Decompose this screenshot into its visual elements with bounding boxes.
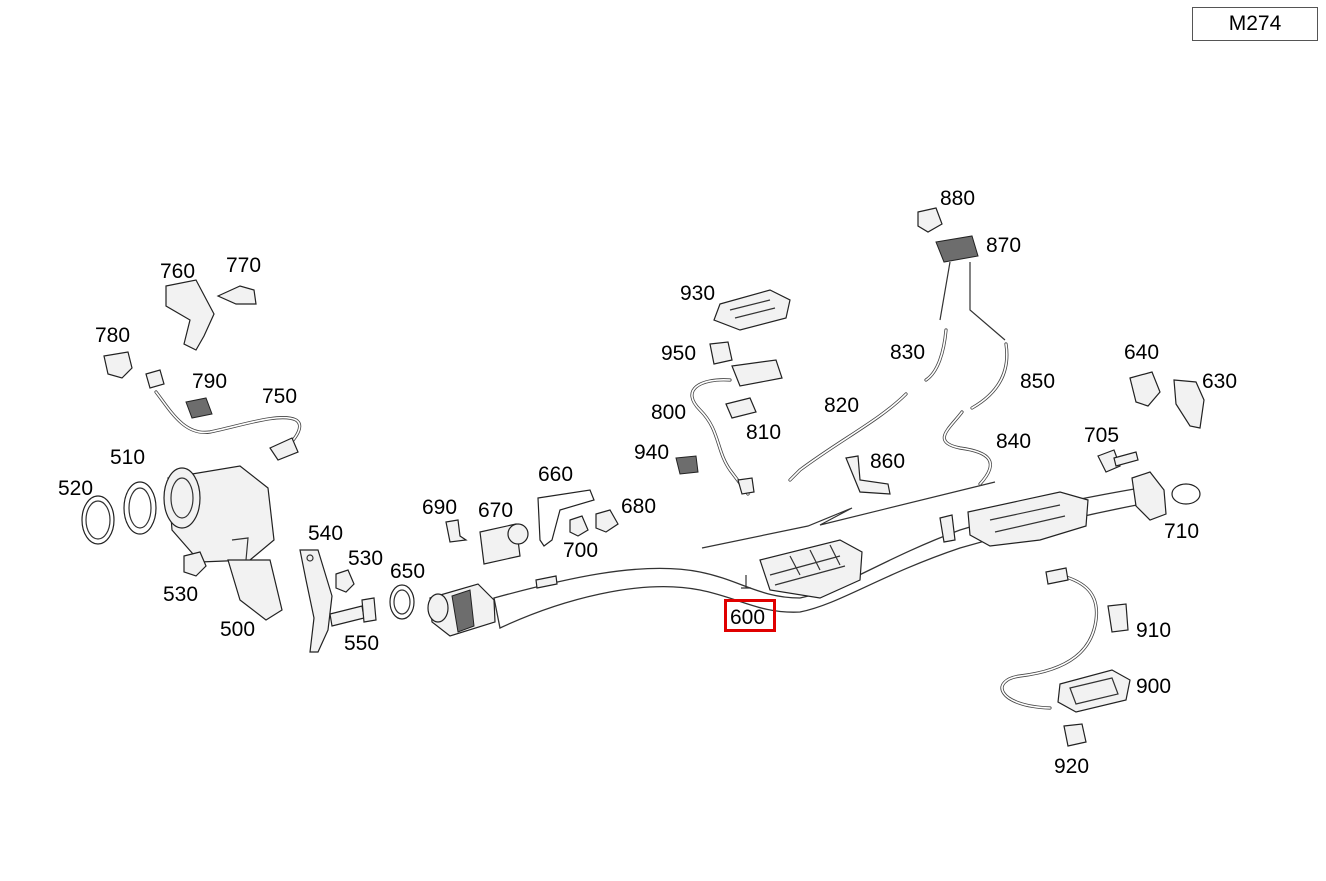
label-670[interactable]: 670 (478, 499, 513, 522)
part-700-nut[interactable] (569, 515, 589, 537)
part-650-gasket[interactable] (389, 584, 415, 620)
label-650[interactable]: 650 (390, 560, 425, 583)
part-880-grommet[interactable] (917, 207, 943, 233)
part-710-clamp[interactable] (1171, 483, 1201, 505)
part-670-bracket[interactable] (479, 523, 529, 565)
part-680-bolt[interactable] (595, 509, 619, 533)
part-520-gasket[interactable] (81, 495, 115, 545)
label-690[interactable]: 690 (422, 496, 457, 519)
part-705-bolt[interactable] (1097, 449, 1139, 473)
part-750-o2-sensor[interactable] (145, 369, 302, 461)
label-640[interactable]: 640 (1124, 341, 1159, 364)
part-800-sensor[interactable] (690, 359, 783, 496)
part-790-connector[interactable] (185, 397, 213, 419)
part-840-pipe[interactable] (942, 410, 992, 486)
part-940-connector[interactable] (675, 455, 699, 475)
part-630-bracket[interactable] (1173, 379, 1205, 429)
part-900-sensor[interactable] (1000, 567, 1131, 713)
label-705[interactable]: 705 (1084, 424, 1119, 447)
label-910[interactable]: 910 (1136, 619, 1171, 642)
label-840[interactable]: 840 (996, 430, 1031, 453)
part-950-grommet[interactable] (709, 341, 733, 365)
part-920-nut[interactable] (1063, 723, 1087, 747)
part-760-bracket[interactable] (165, 279, 215, 351)
label-880[interactable]: 880 (940, 187, 975, 210)
label-820[interactable]: 820 (824, 394, 859, 417)
label-770[interactable]: 770 (226, 254, 261, 277)
part-830-hose[interactable] (924, 328, 948, 382)
label-530-b[interactable]: 530 (348, 547, 383, 570)
label-600[interactable]: 600 (730, 606, 765, 629)
label-500[interactable]: 500 (220, 618, 255, 641)
label-930[interactable]: 930 (680, 282, 715, 305)
label-550[interactable]: 550 (344, 632, 379, 655)
label-680[interactable]: 680 (621, 495, 656, 518)
part-540-bracket[interactable] (299, 549, 333, 653)
label-870[interactable]: 870 (986, 234, 1021, 257)
label-660[interactable]: 660 (538, 463, 573, 486)
engine-code-badge: M274 (1192, 7, 1318, 41)
label-920[interactable]: 920 (1054, 755, 1089, 778)
label-780[interactable]: 780 (95, 324, 130, 347)
part-810-clip[interactable] (725, 397, 757, 419)
label-800[interactable]: 800 (651, 401, 686, 424)
part-860-bracket[interactable] (845, 455, 891, 495)
part-850-hose[interactable] (970, 342, 1009, 410)
label-630[interactable]: 630 (1202, 370, 1237, 393)
part-870-sensor[interactable] (935, 235, 1006, 341)
part-530-nut-b[interactable] (335, 569, 355, 593)
part-780-bracket[interactable] (103, 351, 133, 379)
label-860[interactable]: 860 (870, 450, 905, 473)
label-810[interactable]: 810 (746, 421, 781, 444)
label-790[interactable]: 790 (192, 370, 227, 393)
part-550-bolt[interactable] (329, 597, 377, 627)
part-660-heat-shield[interactable] (537, 489, 595, 547)
label-830[interactable]: 830 (890, 341, 925, 364)
part-820-pipe[interactable] (788, 392, 908, 482)
label-700[interactable]: 700 (563, 539, 598, 562)
label-850[interactable]: 850 (1020, 370, 1055, 393)
label-900[interactable]: 900 (1136, 675, 1171, 698)
label-750[interactable]: 750 (262, 385, 297, 408)
label-530-a[interactable]: 530 (163, 583, 198, 606)
part-510-clamp[interactable] (123, 481, 157, 535)
part-530-nut-a[interactable] (183, 551, 207, 577)
label-510[interactable]: 510 (110, 446, 145, 469)
label-950[interactable]: 950 (661, 342, 696, 365)
exhaust-pipe-600[interactable] (493, 471, 1167, 629)
label-760[interactable]: 760 (160, 260, 195, 283)
label-520[interactable]: 520 (58, 477, 93, 500)
label-940[interactable]: 940 (634, 441, 669, 464)
part-930-control-unit[interactable] (713, 289, 791, 331)
front-catalyst-pipe[interactable] (427, 583, 496, 637)
part-690-bolt[interactable] (445, 519, 468, 543)
part-640-hanger[interactable] (1129, 371, 1161, 407)
part-770-bolt[interactable] (216, 285, 257, 305)
part-500-catalyst[interactable] (163, 465, 283, 621)
part-910-clip[interactable] (1107, 603, 1129, 633)
label-540[interactable]: 540 (308, 522, 343, 545)
label-710[interactable]: 710 (1164, 520, 1199, 543)
